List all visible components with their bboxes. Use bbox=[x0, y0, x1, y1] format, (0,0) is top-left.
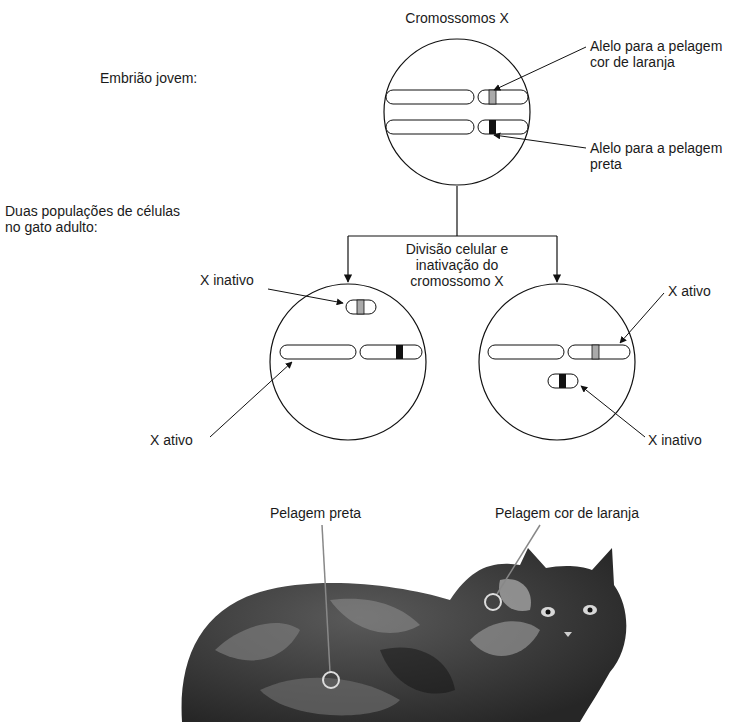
chromosome-label: X inativo bbox=[648, 432, 743, 448]
process-label: Divisão celular e inativação do cromosso… bbox=[382, 241, 532, 289]
stage-label: Embrião jovem: bbox=[100, 70, 220, 86]
spot-marker bbox=[485, 594, 501, 610]
chromosome-label: X ativo bbox=[150, 432, 220, 448]
leader-line bbox=[497, 525, 540, 594]
cat-illustration bbox=[182, 548, 627, 722]
embryo-cell bbox=[384, 39, 530, 185]
leader-line bbox=[581, 386, 645, 437]
leader-line bbox=[494, 47, 586, 90]
leader-line bbox=[322, 525, 330, 672]
chromosome-label: X ativo bbox=[668, 283, 743, 299]
diagram-title: Cromossomos X bbox=[377, 10, 537, 26]
leader-line bbox=[620, 293, 664, 343]
stage-label: Duas populações de células no gato adult… bbox=[5, 203, 195, 235]
fur-label: Pelagem cor de laranja bbox=[495, 505, 665, 521]
fur-label: Pelagem preta bbox=[270, 505, 390, 521]
leader-line bbox=[268, 289, 343, 303]
adult-cell-black bbox=[270, 284, 426, 440]
allele-label: Alelo para a pelagem preta bbox=[590, 140, 740, 172]
leader-line bbox=[210, 362, 292, 437]
leader-line bbox=[494, 135, 586, 148]
chromosome-label: X inativo bbox=[200, 272, 280, 288]
allele-label: Alelo para a pelagem cor de laranja bbox=[590, 38, 740, 70]
adult-cell-orange bbox=[479, 284, 635, 440]
spot-marker bbox=[323, 672, 339, 688]
